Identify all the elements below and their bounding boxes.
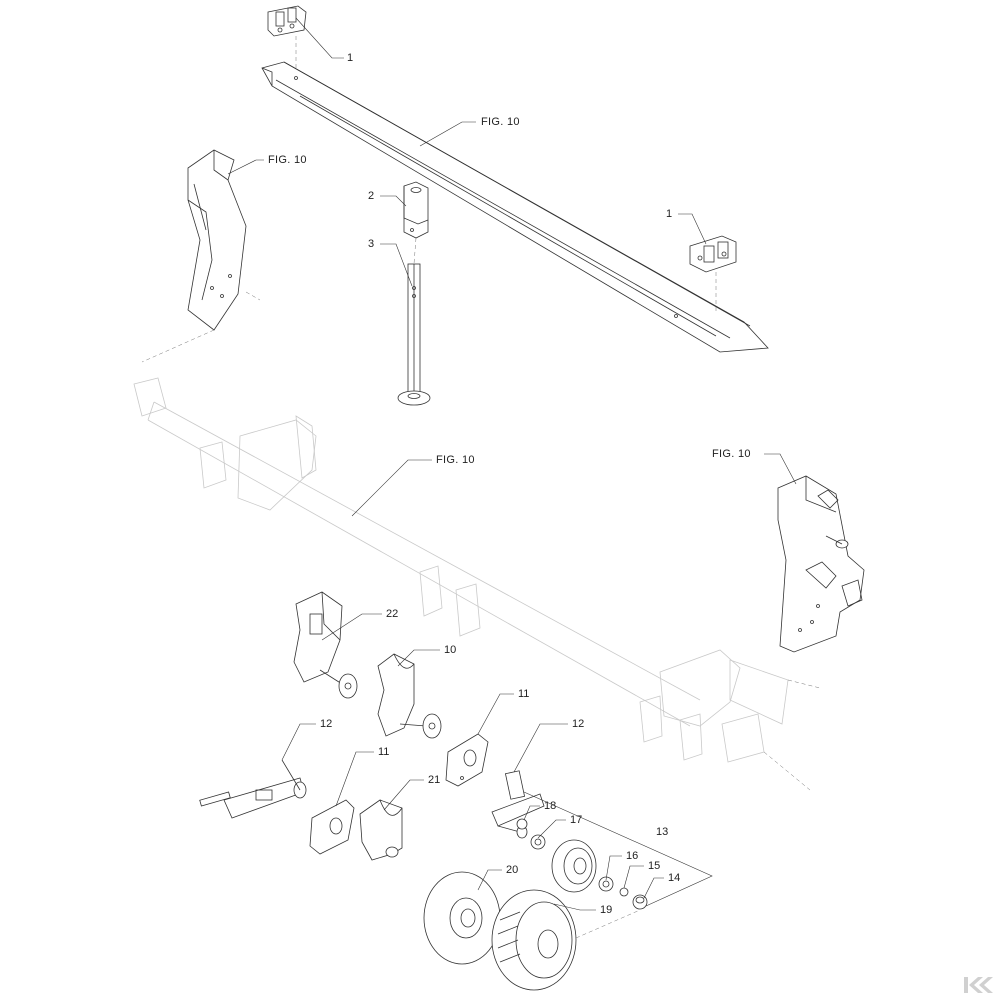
- callout-fig-top-beam: FIG. 10: [481, 116, 520, 128]
- part-19-tyre: [491, 889, 577, 991]
- wheel-rim: [551, 839, 597, 893]
- callout-fig-main-tube: FIG. 10: [436, 454, 475, 466]
- part-22-mount: [293, 591, 358, 699]
- part-14-cap: [632, 894, 648, 910]
- part-18-washer: [516, 818, 528, 830]
- callout-part-12-left: 12: [320, 718, 333, 730]
- part-11-lower-flange: [309, 799, 355, 855]
- callout-part-15: 15: [648, 860, 661, 872]
- callout-part-20: 20: [506, 864, 519, 876]
- part-11-upper-flange: [445, 733, 489, 787]
- part-15-washer: [619, 887, 629, 897]
- brand-k-logo-icon: [964, 977, 993, 993]
- callout-fig-right-bracket: FIG. 10: [712, 448, 751, 460]
- callout-part-13: 13: [656, 826, 669, 838]
- callout-part-17: 17: [570, 814, 583, 826]
- part-3-jack-stand: [397, 263, 431, 406]
- callout-part-1-top: 1: [347, 52, 354, 64]
- part-21-mount: [359, 799, 403, 861]
- main-tube: [133, 377, 789, 763]
- callout-part-14: 14: [668, 872, 681, 884]
- callout-fig-left-arm: FIG. 10: [268, 154, 307, 166]
- top-beam: [261, 61, 769, 353]
- callout-part-19: 19: [600, 904, 613, 916]
- part-2-clamp: [403, 181, 429, 239]
- left-arm: [187, 149, 247, 331]
- part-10-mount: [377, 653, 442, 739]
- callout-part-21: 21: [428, 774, 441, 786]
- callout-part-11-lower: 11: [378, 746, 390, 758]
- part-1-right-bracket: [689, 235, 737, 273]
- right-bracket: [777, 475, 865, 653]
- part-17-bearing: [530, 834, 546, 850]
- callout-part-22: 22: [386, 608, 399, 620]
- callout-part-2: 2: [368, 190, 375, 202]
- callout-part-16: 16: [626, 850, 639, 862]
- callout-part-12-right: 12: [572, 718, 585, 730]
- part-1-top-bracket: [267, 5, 307, 37]
- callout-part-11-upper: 11: [518, 688, 530, 700]
- part-12-left-spindle: [199, 759, 307, 819]
- callout-part-1-right: 1: [666, 208, 673, 220]
- callout-part-10: 10: [444, 644, 457, 656]
- callout-part-18: 18: [544, 800, 557, 812]
- callout-part-3: 3: [368, 238, 375, 250]
- part-16-bearing: [598, 876, 614, 892]
- part-20-disc: [423, 871, 501, 965]
- part-12-right-spindle: [491, 770, 545, 839]
